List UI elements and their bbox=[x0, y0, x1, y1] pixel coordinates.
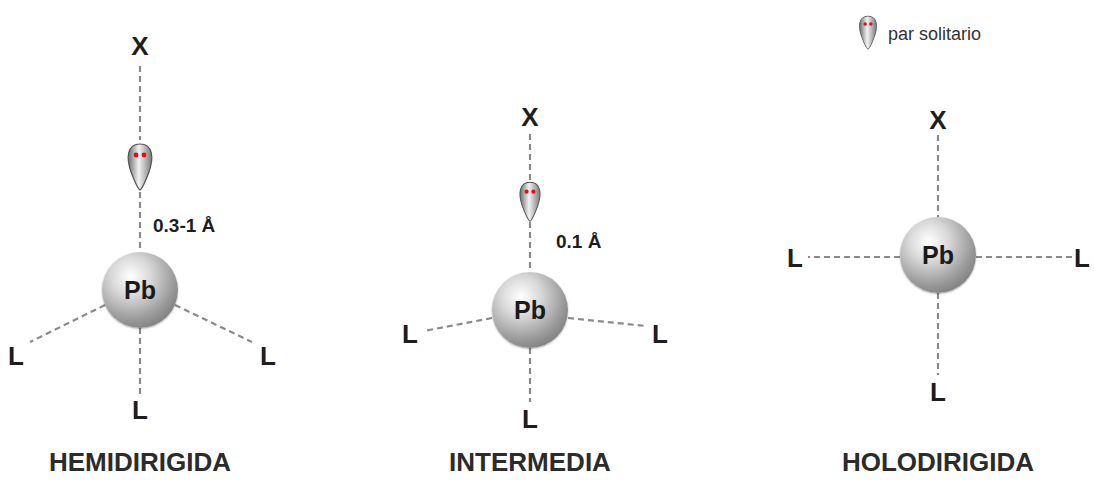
ligand-label: X bbox=[521, 102, 538, 133]
lead-atom: Pb bbox=[900, 217, 976, 293]
atom-symbol: Pb bbox=[922, 241, 954, 270]
ligand-label: L bbox=[8, 341, 24, 372]
ligand-label: L bbox=[787, 243, 803, 274]
lone-pair bbox=[128, 144, 152, 190]
geometry-title: HEMIDIRIGIDA bbox=[49, 447, 231, 478]
atom-symbol: Pb bbox=[514, 296, 546, 325]
distance-label: 0.3-1 Å bbox=[153, 215, 215, 237]
ligand-label: L bbox=[1074, 243, 1090, 274]
lead-atom: Pb bbox=[102, 252, 178, 328]
distance-label: 0.1 Å bbox=[556, 231, 601, 253]
ligand-label: L bbox=[522, 404, 538, 435]
legend-lone-pair bbox=[860, 16, 877, 49]
ligand-label: X bbox=[131, 31, 148, 62]
geometry-title: INTERMEDIA bbox=[449, 447, 611, 478]
ligand-label: L bbox=[930, 377, 946, 408]
ligand-label: X bbox=[929, 105, 946, 136]
lead-atom: Pb bbox=[492, 272, 568, 348]
ligand-label: L bbox=[652, 319, 668, 350]
atom-symbol: Pb bbox=[124, 276, 156, 305]
bond-lines bbox=[30, 66, 1072, 402]
ligand-label: L bbox=[132, 395, 148, 426]
ligand-label: L bbox=[402, 319, 418, 350]
geometry-title: HOLODIRIGIDA bbox=[842, 447, 1034, 478]
ligand-label: L bbox=[260, 341, 276, 372]
legend-text: par solitario bbox=[888, 24, 981, 45]
lone-pair bbox=[520, 182, 540, 221]
